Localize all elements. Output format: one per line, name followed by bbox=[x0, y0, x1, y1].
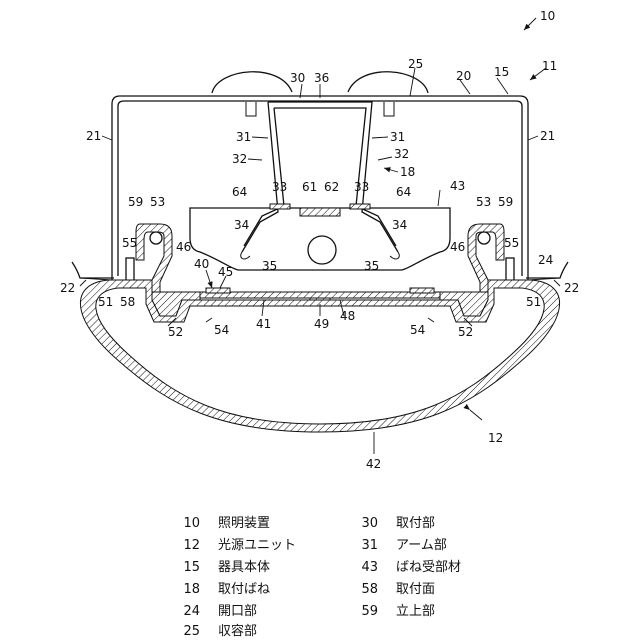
label-54-left: 54 bbox=[214, 323, 229, 337]
label-34-left: 34 bbox=[234, 218, 249, 232]
label-22-left: 22 bbox=[60, 281, 75, 295]
label-33-left: 33 bbox=[272, 180, 287, 194]
label-25: 25 bbox=[408, 57, 423, 71]
label-10: 10 bbox=[540, 9, 555, 23]
label-32-left: 32 bbox=[232, 152, 247, 166]
label-24: 24 bbox=[538, 253, 553, 267]
label-42: 42 bbox=[366, 457, 381, 471]
label-58: 58 bbox=[120, 295, 135, 309]
label-43: 43 bbox=[450, 179, 465, 193]
globe-cover bbox=[80, 280, 559, 432]
label-32-right: 32 bbox=[394, 147, 409, 161]
label-40: 40 bbox=[194, 257, 209, 271]
label-46-right: 46 bbox=[450, 240, 465, 254]
label-21-left: 21 bbox=[86, 129, 101, 143]
label-55-left: 55 bbox=[122, 236, 137, 250]
label-51-right: 51 bbox=[526, 295, 541, 309]
label-48: 48 bbox=[340, 309, 355, 323]
label-11: 11 bbox=[542, 59, 557, 73]
spring-receiving-member bbox=[190, 204, 450, 270]
label-64-left: 64 bbox=[232, 185, 247, 199]
label-46-left: 46 bbox=[176, 240, 191, 254]
label-18: 18 bbox=[400, 165, 415, 179]
label-49: 49 bbox=[314, 317, 329, 331]
label-20: 20 bbox=[456, 69, 471, 83]
label-36: 36 bbox=[314, 71, 329, 85]
label-51-left: 51 bbox=[98, 295, 113, 309]
label-54-right: 54 bbox=[410, 323, 425, 337]
label-52-left: 52 bbox=[168, 325, 183, 339]
label-33-right: 33 bbox=[354, 180, 369, 194]
label-52-right: 52 bbox=[458, 325, 473, 339]
mounting-spring bbox=[241, 102, 400, 259]
label-30: 30 bbox=[290, 71, 305, 85]
label-59-left: 59 bbox=[128, 195, 143, 209]
label-22-right: 22 bbox=[564, 281, 579, 295]
fixture-body bbox=[80, 96, 560, 280]
label-61: 61 bbox=[302, 180, 317, 194]
label-62: 62 bbox=[324, 180, 339, 194]
label-55-right: 55 bbox=[504, 236, 519, 250]
label-35-right: 35 bbox=[364, 259, 379, 273]
label-31-left: 31 bbox=[236, 130, 251, 144]
label-59-right: 59 bbox=[498, 195, 513, 209]
label-35-left: 35 bbox=[262, 259, 277, 273]
label-15: 15 bbox=[494, 65, 509, 79]
label-31-right: 31 bbox=[390, 130, 405, 144]
label-64-right: 64 bbox=[396, 185, 411, 199]
label-21-right: 21 bbox=[540, 129, 555, 143]
label-53-right: 53 bbox=[476, 195, 491, 209]
label-12: 12 bbox=[488, 431, 503, 445]
label-45: 45 bbox=[218, 265, 233, 279]
label-34-right: 34 bbox=[392, 218, 407, 232]
label-53-left: 53 bbox=[150, 195, 165, 209]
label-41: 41 bbox=[256, 317, 271, 331]
